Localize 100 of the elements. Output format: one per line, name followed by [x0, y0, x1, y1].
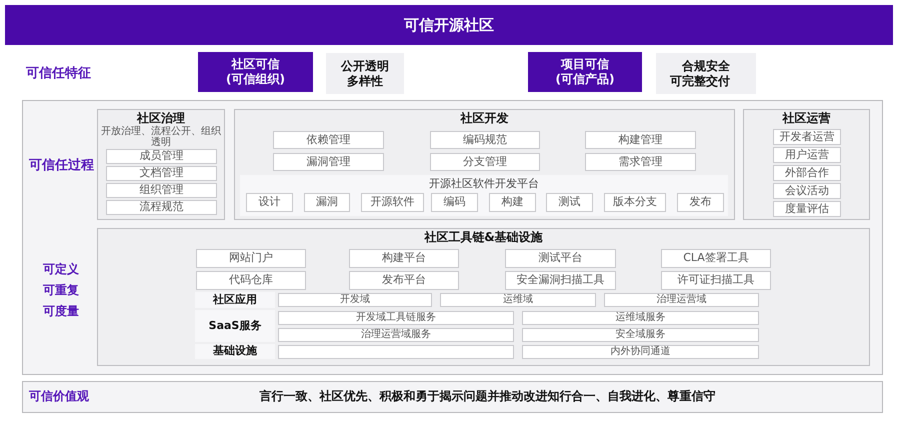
- feature-label: 合规安全可完整交付: [670, 58, 731, 88]
- item-box: [505, 249, 616, 268]
- item-box: [349, 249, 459, 268]
- item-box: [273, 153, 384, 171]
- feature-label: 公开透明多样性: [341, 58, 389, 88]
- measure-label: 可重复: [43, 284, 79, 298]
- item-box: [773, 183, 841, 199]
- item-box: [430, 131, 540, 149]
- box-label: 外部合作: [785, 166, 829, 180]
- item-box: [349, 271, 459, 290]
- panel-heading: 社区运营: [781, 110, 832, 126]
- box-label: 开源软件: [370, 196, 414, 209]
- box-label: 编码: [444, 196, 466, 209]
- process-heading: 可信任过程: [29, 159, 94, 174]
- item-box: [273, 131, 384, 149]
- box-label: 许可证扫描工具: [678, 274, 754, 287]
- row-label: 可信任特征: [26, 65, 91, 82]
- layer-heading: 基础设施: [213, 345, 257, 358]
- box-label: 用户运营: [785, 148, 829, 162]
- box-label: 需求管理: [618, 156, 662, 168]
- values-text: 言行一致、社区优先、积极和勇于揭示问题并推动改进知行合一、自我进化、尊重信守: [258, 390, 716, 404]
- box-label: 安全漏洞扫描工具: [516, 274, 604, 287]
- layer-cell: [278, 293, 432, 307]
- box-label: 漏洞: [316, 196, 338, 209]
- item-box: [196, 249, 306, 268]
- section-panel: [97, 109, 225, 220]
- item-box: [505, 271, 616, 290]
- item-box: [196, 271, 306, 290]
- box-label: 发布: [690, 196, 712, 209]
- item-box: [585, 131, 696, 149]
- section-panel: [234, 109, 735, 220]
- feature-box: [198, 52, 313, 92]
- item-box: [489, 193, 536, 212]
- box-label: 版本分支: [613, 196, 657, 209]
- item-box: [773, 129, 841, 145]
- layer-cell: [522, 311, 759, 325]
- layer-cell: [522, 345, 759, 359]
- layer-heading: 社区应用: [213, 294, 257, 306]
- item-box: [431, 193, 478, 212]
- item-box: [773, 147, 841, 163]
- layer-cell: [604, 293, 759, 307]
- box-label: 分支管理: [463, 156, 507, 168]
- item-box: [430, 153, 540, 171]
- values-band: [22, 381, 883, 413]
- box-label: 成员管理: [140, 150, 184, 163]
- values-heading: 可信价值观: [29, 390, 89, 404]
- section-panel: [743, 109, 870, 220]
- box-label: 度量评估: [785, 202, 829, 216]
- item-box: [106, 200, 217, 215]
- platform-band: [240, 175, 728, 216]
- box-label: CLA签署工具: [683, 252, 749, 265]
- item-box: [361, 193, 424, 212]
- box-label: 设计: [258, 196, 280, 209]
- box-label: 文档管理: [140, 167, 184, 180]
- layer-cell: [278, 345, 514, 359]
- feature-label: 项目可信(可信产品): [555, 57, 615, 87]
- box-label: 内外协同通道: [610, 346, 670, 358]
- box-label: 发布平台: [382, 274, 426, 287]
- box-label: 依赖管理: [306, 134, 350, 146]
- box-label: 漏洞管理: [306, 156, 350, 168]
- box-label: 测试: [558, 196, 580, 209]
- box-label: 安全域服务: [616, 329, 666, 341]
- panel-heading: 社区开发: [459, 110, 510, 126]
- layer-cell: [278, 328, 514, 342]
- box-label: 测试平台: [538, 252, 582, 265]
- box-label: 开发者运营: [780, 130, 834, 144]
- measure-label: 可定义: [43, 263, 79, 277]
- item-box: [106, 149, 217, 164]
- item-box: [106, 166, 217, 181]
- layer-cell: [522, 328, 759, 342]
- box-label: 运维域: [503, 294, 533, 306]
- box-label: 流程规范: [140, 201, 184, 214]
- layer-heading: SaaS服务: [208, 320, 262, 332]
- item-box: [106, 183, 217, 198]
- panel-heading: 社区工具链&基础设施: [423, 229, 544, 245]
- item-box: [585, 153, 696, 171]
- panel-heading: 社区治理: [136, 110, 186, 126]
- platform-heading: 开源社区软件开发平台: [428, 176, 540, 191]
- panel-subtitle: 开放治理、流程公开、组织透明: [100, 126, 222, 148]
- box-label: 构建管理: [618, 134, 662, 146]
- box-label: 代码仓库: [229, 274, 273, 287]
- item-box: [773, 165, 841, 181]
- diagram-title: 可信开源社区: [404, 16, 494, 34]
- feature-box: [528, 52, 642, 92]
- box-label: 运维域服务: [616, 312, 666, 324]
- box-label: 会议活动: [785, 184, 829, 198]
- item-box: [604, 193, 666, 212]
- box-label: 治理运营域服务: [361, 329, 431, 341]
- box-label: 开发域: [340, 294, 370, 306]
- box-label: 开发域工具链服务: [356, 312, 436, 324]
- box-label: 构建平台: [382, 252, 426, 265]
- item-box: [677, 193, 724, 212]
- process-frame: [22, 100, 883, 375]
- box-label: 网站门户: [229, 252, 273, 265]
- item-box: [661, 271, 771, 290]
- layer-cell: [440, 293, 596, 307]
- item-box: [304, 193, 350, 212]
- box-label: 编码规范: [463, 134, 507, 146]
- box-label: 治理运营域: [656, 294, 706, 306]
- measure-label: 可度量: [43, 305, 79, 319]
